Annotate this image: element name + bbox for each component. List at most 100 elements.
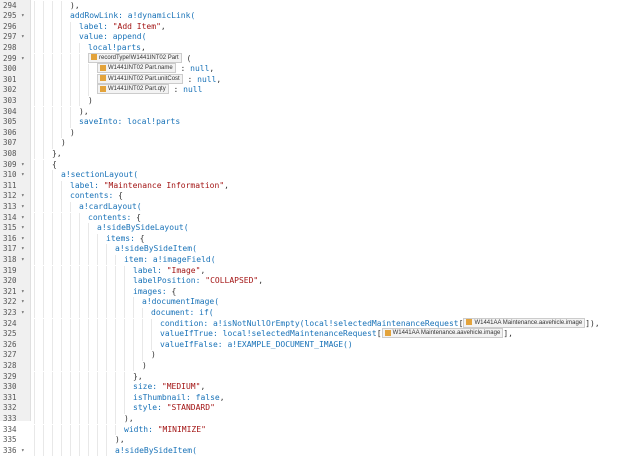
fold-toggle-icon[interactable]: ▾ — [21, 255, 25, 263]
record-field-token[interactable]: recordType!W1441INT02 Part — [88, 52, 182, 63]
indent-guide — [106, 413, 115, 425]
fold-toggle-icon[interactable]: ▾ — [21, 12, 25, 20]
code-line[interactable]: 307) — [0, 138, 640, 149]
code-line[interactable]: 329}, — [0, 371, 640, 383]
code-line[interactable]: 309▾{ — [0, 159, 640, 171]
fold-toggle-icon[interactable]: ▾ — [21, 245, 25, 253]
code-line[interactable]: 328) — [0, 360, 640, 372]
indent-guide — [52, 276, 61, 287]
record-field-token[interactable]: W1441INT02 Part.name — [97, 63, 176, 74]
code-line[interactable]: 318▾item: a!imageField( — [0, 254, 640, 266]
code-text: a!sideBySideLayout( — [34, 223, 189, 234]
indent-guide — [34, 371, 43, 383]
code-line[interactable]: 327) — [0, 350, 640, 361]
indent-guide — [43, 201, 52, 213]
fold-toggle-icon[interactable]: ▾ — [21, 213, 25, 221]
fold-toggle-icon[interactable]: ▾ — [21, 160, 25, 168]
indent-guide — [70, 244, 79, 255]
fold-toggle-icon[interactable]: ▾ — [21, 308, 25, 316]
indent-guide — [61, 329, 70, 340]
code-line[interactable]: 322▾a!documentImage( — [0, 297, 640, 308]
fold-toggle-icon[interactable]: ▾ — [21, 202, 25, 210]
indent-guide — [34, 42, 43, 54]
fold-toggle-icon[interactable]: ▾ — [21, 192, 25, 200]
code-line[interactable]: 323▾document: if( — [0, 307, 640, 319]
indent-guide — [52, 329, 61, 340]
indent-guide — [151, 339, 160, 351]
line-number: 306 — [3, 127, 17, 137]
code-text: saveInto: local!parts — [34, 117, 180, 128]
fold-toggle-icon[interactable]: ▾ — [21, 234, 25, 242]
code-line[interactable]: 314▾contents: { — [0, 212, 640, 224]
code-line[interactable]: 308}, — [0, 148, 640, 160]
fold-toggle-icon[interactable]: ▾ — [21, 33, 25, 41]
code-line[interactable]: 295▾addRowLink: a!dynamicLink( — [0, 11, 640, 22]
record-field-token[interactable]: W1441INT02 Part.qty — [97, 84, 169, 95]
indent-guide — [43, 254, 52, 266]
indent-guide — [142, 339, 151, 351]
code-token: a!sectionLayout( — [61, 170, 139, 180]
code-line[interactable]: 333), — [0, 413, 640, 425]
indent-guide — [43, 265, 52, 277]
indent-guide — [70, 95, 79, 107]
code-line[interactable]: 299▾recordType!W1441INT02 Part ( — [0, 52, 640, 65]
code-line[interactable]: 310▾a!sectionLayout( — [0, 170, 640, 181]
indent-guide — [70, 53, 79, 65]
code-line[interactable]: 313▾a!cardLayout( — [0, 201, 640, 213]
code-text: valueIfFalse: a!EXAMPLE_DOCUMENT_IMAGE() — [34, 339, 353, 351]
code-token: document: — [151, 307, 200, 317]
indent-guide — [79, 350, 88, 361]
code-line[interactable]: 297▾value: append( — [0, 32, 640, 43]
indent-guide — [88, 339, 97, 351]
code-line[interactable]: 304), — [0, 106, 640, 118]
fold-toggle-icon[interactable]: ▾ — [21, 298, 25, 306]
fold-toggle-icon[interactable]: ▾ — [21, 446, 25, 454]
code-line[interactable]: 317▾a!sideBySideItem( — [0, 244, 640, 255]
code-text: items: { — [34, 233, 145, 245]
indent-guide — [124, 403, 133, 414]
code-line[interactable]: 303) — [0, 95, 640, 107]
code-line[interactable]: 335), — [0, 435, 640, 446]
code-line[interactable]: 306) — [0, 127, 640, 139]
fold-toggle-icon[interactable]: ▾ — [21, 287, 25, 295]
record-field-token[interactable]: W1441AA Maintenance.aavehicle.image — [463, 317, 586, 328]
record-field-token[interactable]: W1441AA Maintenance.aavehicle.image — [381, 328, 504, 339]
code-line[interactable]: 316▾items: { — [0, 233, 640, 245]
indent-guide — [34, 159, 43, 171]
record-field-label: W1441AA Maintenance.aavehicle.image — [392, 330, 501, 337]
indent-guide — [88, 371, 97, 383]
record-type-icon — [100, 85, 106, 92]
fold-toggle-icon[interactable]: ▾ — [21, 54, 25, 62]
indent-guide — [106, 445, 115, 456]
code-line[interactable]: 312▾contents: { — [0, 191, 640, 202]
code-line[interactable]: 321▾images: { — [0, 286, 640, 298]
code-line[interactable]: 336▾a!sideBySideItem( — [0, 445, 640, 456]
code-line[interactable]: 294), — [0, 0, 640, 12]
code-token: : — [182, 74, 198, 84]
code-token: , — [216, 74, 222, 84]
indent-guide — [124, 382, 133, 393]
fold-toggle-icon[interactable]: ▾ — [21, 224, 25, 232]
indent-guide — [106, 392, 115, 404]
code-line[interactable]: 315▾a!sideBySideLayout( — [0, 223, 640, 234]
fold-toggle-icon[interactable]: ▾ — [21, 171, 25, 179]
indent-guide — [70, 392, 79, 404]
record-field-token[interactable]: W1441INT02 Part.unitCost — [97, 73, 183, 84]
